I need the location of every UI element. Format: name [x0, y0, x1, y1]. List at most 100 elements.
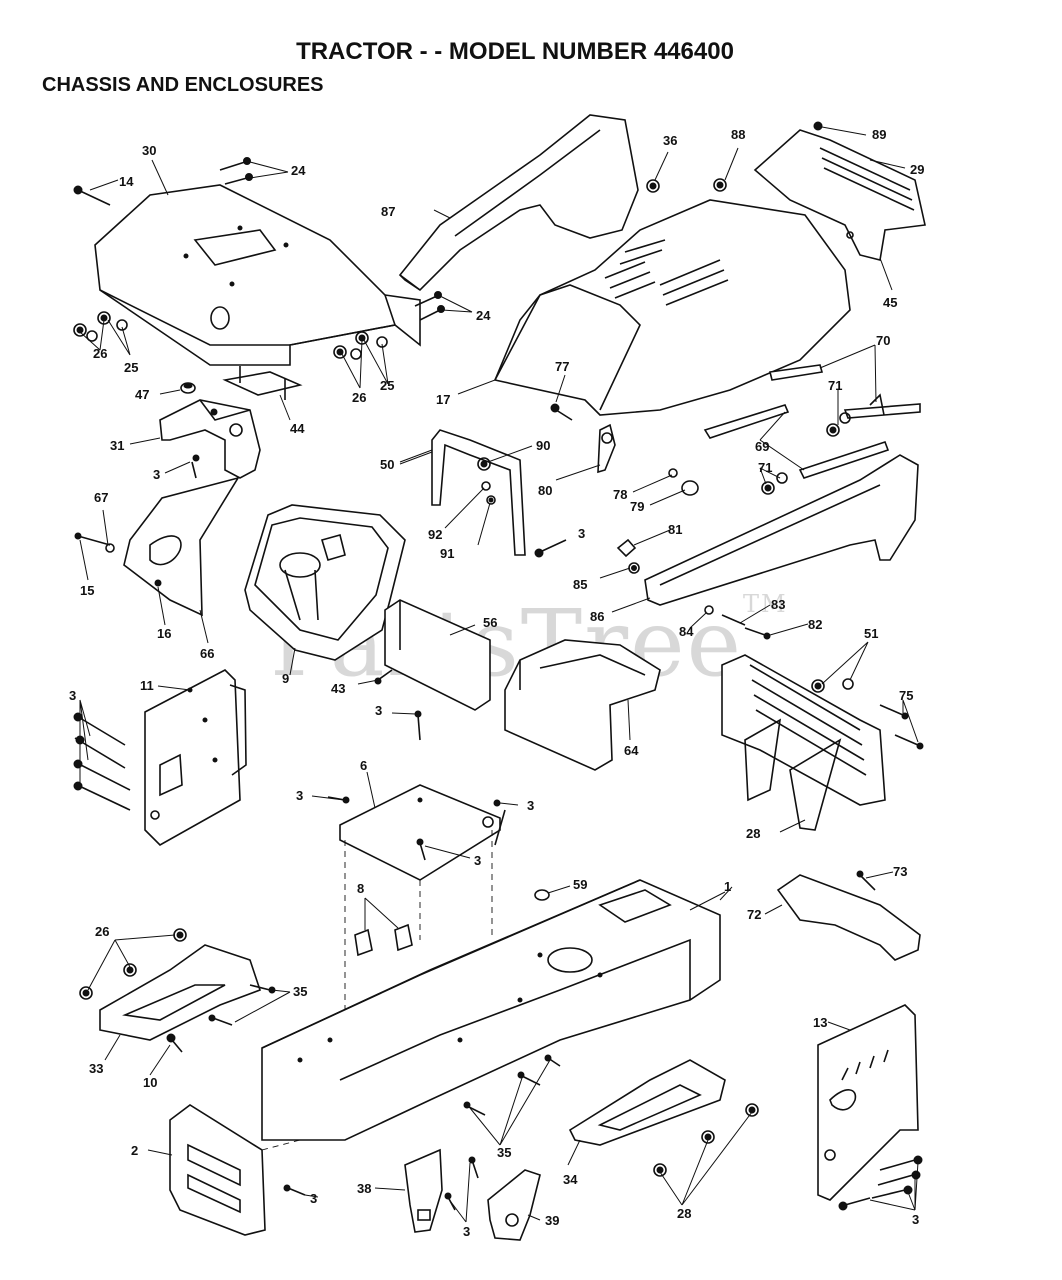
- part-88-nut: [713, 178, 727, 192]
- part-86-bumper: [644, 454, 919, 606]
- callout-81: 81: [668, 522, 682, 537]
- callout-3: 3: [474, 853, 481, 868]
- callout-43: 43: [331, 681, 345, 696]
- part-28-front-grille: [721, 654, 886, 831]
- leader-lines: [79, 126, 919, 1223]
- callout-25: 25: [380, 378, 394, 393]
- callout-69: 69: [755, 439, 769, 454]
- callout-45: 45: [883, 295, 897, 310]
- callout-28: 28: [746, 826, 760, 841]
- part-34-footrest-right: [568, 1059, 726, 1146]
- guide-line: [261, 1139, 301, 1151]
- part-50-bracket: [431, 429, 526, 556]
- callout-3: 3: [578, 526, 585, 541]
- callout-33: 33: [89, 1061, 103, 1076]
- callout-83: 83: [771, 597, 785, 612]
- callout-24: 24: [476, 308, 491, 323]
- callout-6: 6: [360, 758, 367, 773]
- part-78-79-bushing: [668, 468, 699, 496]
- screws-3-bottom-center: [444, 1156, 479, 1211]
- part-69-link: [703, 404, 890, 479]
- part-64-bracket: [504, 639, 661, 771]
- callout-16: 16: [157, 626, 171, 641]
- part-13-side-panel: [817, 1004, 919, 1201]
- callout-64: 64: [624, 743, 639, 758]
- part-84-83-82: [704, 605, 771, 640]
- callout-25: 25: [124, 360, 138, 375]
- callout-11: 11: [140, 678, 154, 693]
- callout-17: 17: [436, 392, 450, 407]
- callout-89: 89: [872, 127, 886, 142]
- part-75-screws: [879, 704, 924, 750]
- part-33-footrest-left: [99, 944, 262, 1041]
- part-16-nut: [154, 579, 162, 587]
- callout-75: 75: [899, 688, 913, 703]
- callout-86: 86: [590, 609, 604, 624]
- part-47-grommet: [180, 382, 196, 394]
- part-73-screw: [856, 870, 876, 891]
- callout-8: 8: [357, 881, 364, 896]
- callout-71: 71: [828, 378, 842, 393]
- callout-3: 3: [463, 1224, 470, 1239]
- part-11-side-panel: [144, 669, 247, 846]
- callout-77: 77: [555, 359, 569, 374]
- callout-24: 24: [291, 163, 306, 178]
- screw-3-bracket: [191, 454, 200, 479]
- callout-87: 87: [381, 204, 395, 219]
- callout-47: 47: [135, 387, 149, 402]
- part-8-brackets: [354, 923, 413, 957]
- callout-91: 91: [440, 546, 454, 561]
- part-9-dash-panel: [244, 504, 406, 661]
- part-2-bracket: [169, 1104, 266, 1236]
- callout-79: 79: [630, 499, 644, 514]
- part-87-side-panel: [398, 114, 639, 292]
- callout-26: 26: [95, 924, 109, 939]
- screws-24-right: [414, 291, 445, 321]
- fasteners-25-26-left: [73, 311, 128, 342]
- part-10-screw: [166, 1033, 183, 1053]
- callout-85: 85: [573, 577, 587, 592]
- callout-59: 59: [573, 877, 587, 892]
- callout-3: 3: [310, 1191, 317, 1206]
- callout-3: 3: [296, 788, 303, 803]
- part-26-nuts-left: [79, 928, 187, 1000]
- callout-35: 35: [293, 984, 307, 999]
- callout-26: 26: [352, 390, 366, 405]
- callout-82: 82: [808, 617, 822, 632]
- diagram-subtitle: CHASSIS AND ENCLOSURES: [42, 74, 324, 96]
- screws-3-left-panel: [73, 712, 131, 811]
- screw-43: [374, 669, 393, 685]
- screws-24-top: [219, 157, 253, 185]
- part-39-bracket: [487, 1169, 541, 1241]
- callout-92: 92: [428, 527, 442, 542]
- callout-50: 50: [380, 457, 394, 472]
- part-29-grille: [753, 129, 926, 261]
- callout-30: 30: [142, 143, 156, 158]
- part-30-dash-cover: [94, 184, 421, 366]
- callout-38: 38: [357, 1181, 371, 1196]
- part-72-bracket: [776, 874, 921, 961]
- callout-51: 51: [864, 626, 878, 641]
- hood-vents: [604, 239, 729, 306]
- callout-29: 29: [910, 162, 924, 177]
- callout-3: 3: [69, 688, 76, 703]
- callout-3: 3: [527, 798, 534, 813]
- screw-3-bracket-2: [283, 1184, 306, 1196]
- screw-3-bracket-50: [534, 539, 567, 558]
- callout-66: 66: [200, 646, 214, 661]
- part-17-hood: [493, 199, 851, 416]
- callout-2: 2: [131, 1143, 138, 1158]
- callout-44: 44: [290, 421, 305, 436]
- part-44-bracket: [222, 366, 303, 400]
- callout-72: 72: [747, 907, 761, 922]
- part-89-screw: [813, 121, 823, 131]
- callout-39: 39: [545, 1213, 559, 1228]
- callout-90: 90: [536, 438, 550, 453]
- callout-36: 36: [663, 133, 677, 148]
- callout-35: 35: [497, 1145, 511, 1160]
- part-38-bracket: [404, 1148, 443, 1233]
- callout-10: 10: [143, 1075, 157, 1090]
- screws-3-plate: [327, 710, 506, 861]
